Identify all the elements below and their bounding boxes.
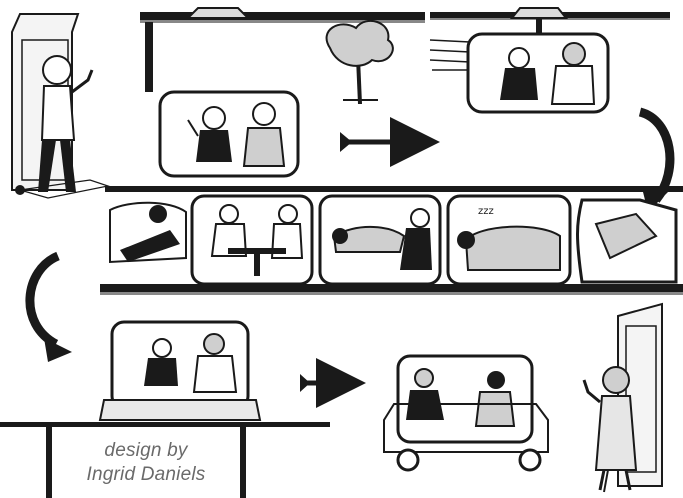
cabin-talking bbox=[160, 92, 298, 176]
credit-line-1: design by bbox=[52, 440, 240, 462]
cabin-strip: zzz bbox=[110, 196, 676, 284]
cabin-lounging bbox=[320, 196, 440, 284]
man-at-door bbox=[12, 14, 108, 198]
cabin-chess bbox=[192, 196, 312, 284]
arrow-right-1 bbox=[340, 132, 420, 152]
cabin-lower-left bbox=[100, 322, 260, 420]
cabin-moving bbox=[430, 34, 608, 112]
rail-hanger-2 bbox=[512, 8, 566, 36]
woman-at-door bbox=[584, 304, 662, 492]
sleep-text: zzz bbox=[478, 206, 494, 217]
rail-hanger-1 bbox=[188, 8, 248, 18]
cabin-sleeping: zzz bbox=[448, 196, 570, 284]
credit-box: design by Ingrid Daniels bbox=[52, 438, 240, 496]
cabin-car bbox=[384, 356, 548, 470]
curved-arrow-left bbox=[30, 256, 72, 362]
cabin-partial-right bbox=[578, 200, 677, 282]
cabin-relaxing bbox=[110, 203, 186, 262]
tree bbox=[327, 21, 393, 104]
curved-arrow-right bbox=[640, 112, 670, 212]
arrow-right-2 bbox=[300, 374, 346, 392]
credit-line-2: Ingrid Daniels bbox=[52, 464, 240, 486]
